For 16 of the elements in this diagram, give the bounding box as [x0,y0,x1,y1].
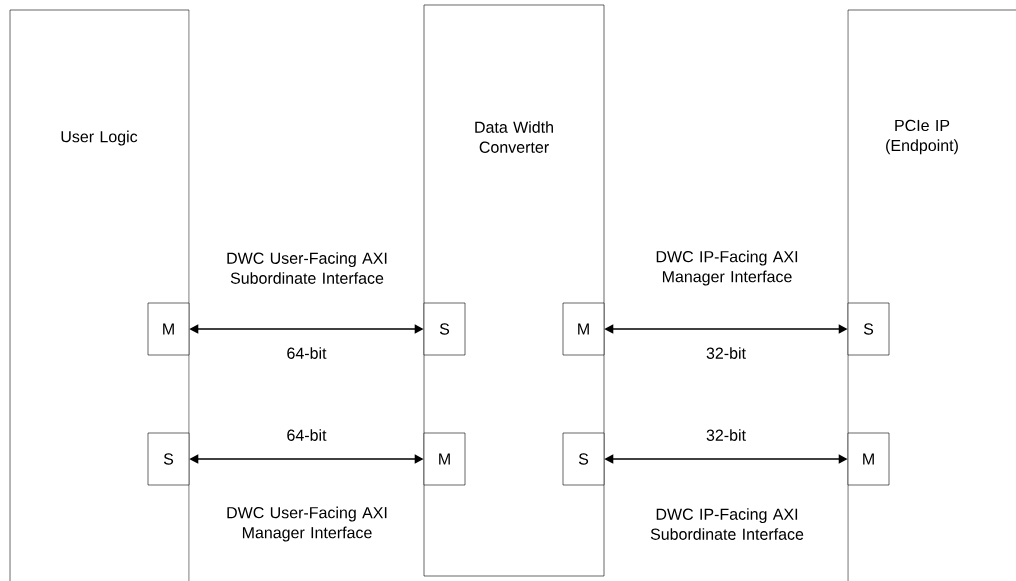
port-box: S [562,432,605,486]
interface-label: DWC IP-Facing AXI Subordinate Interface [650,508,804,540]
edge-label: 64-bit [285,346,328,360]
edge-label: 32-bit [705,346,747,360]
port-box: M [147,302,190,356]
interface-label: DWC User-Facing AXI Manager Interface [227,506,387,542]
port-box: M [847,432,890,486]
port-box: M [423,432,466,486]
port-box: S [847,302,890,356]
edge-label: 32-bit [705,428,747,442]
port-box: S [147,432,190,486]
interface-label: DWC IP-Facing AXI Manager Interface [656,250,798,286]
interface-label: DWC User-Facing AXI Subordinate Interface [227,252,387,284]
port-box: S [423,302,466,356]
port-box: M [562,302,605,356]
edge-label: 64-bit [285,428,328,442]
